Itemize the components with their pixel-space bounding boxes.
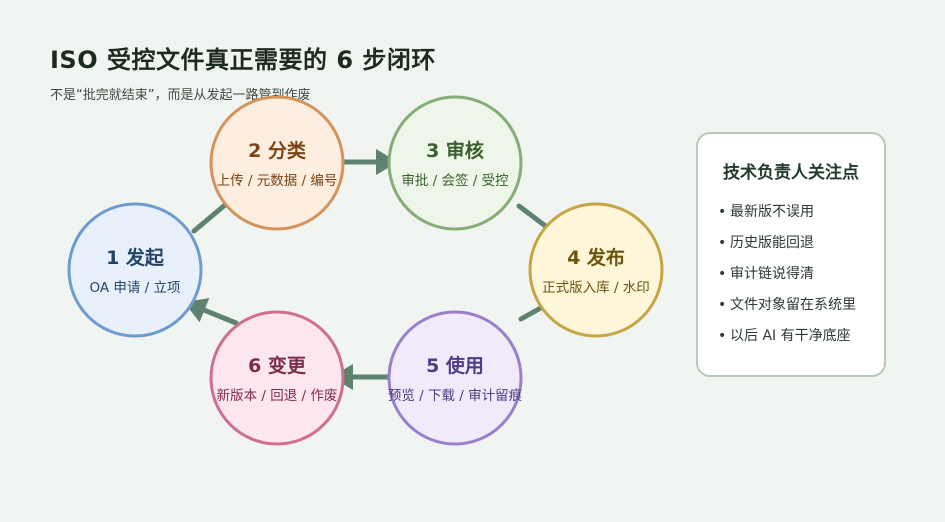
step-subtitle: 正式版入库 / 水印 bbox=[542, 280, 650, 296]
arrow-shaft bbox=[201, 307, 239, 326]
step-circle bbox=[387, 310, 523, 446]
focus-panel: 技术负责人关注点 •最新版不误用 •历史版能回退 •审计链说得清 •文件对象留在… bbox=[696, 132, 886, 377]
step-subtitle: 预览 / 下载 / 审计留痕 bbox=[388, 388, 523, 404]
panel-item: •以后 AI 有干净底座 bbox=[718, 326, 856, 357]
page-title: ISO 受控文件真正需要的 6 步闭环 bbox=[50, 46, 436, 74]
bullet-icon: • bbox=[718, 204, 727, 220]
step-subtitle: 审批 / 会签 / 受控 bbox=[401, 172, 509, 189]
panel-title: 技术负责人关注点 bbox=[723, 163, 859, 183]
panel-item: •审计链说得清 bbox=[718, 264, 856, 295]
panel-item: •历史版能回退 bbox=[718, 233, 856, 264]
step-circle bbox=[67, 202, 203, 338]
step-subtitle: 上传 / 元数据 / 编号 bbox=[217, 173, 338, 189]
panel-item-text: 最新版不误用 bbox=[730, 204, 814, 220]
step-circle bbox=[209, 95, 345, 231]
panel-item-text: 以后 AI 有干净底座 bbox=[730, 328, 851, 344]
step-title: 4 发布 bbox=[567, 246, 625, 269]
arrow-classify-to-review bbox=[340, 149, 398, 175]
step-title: 2 分类 bbox=[248, 139, 306, 162]
panel-list: •最新版不误用 •历史版能回退 •审计链说得清 •文件对象留在系统里 •以后 A… bbox=[718, 202, 856, 357]
bullet-icon: • bbox=[718, 266, 727, 282]
step-subtitle: OA 申请 / 立项 bbox=[89, 280, 180, 296]
step-circle bbox=[209, 310, 345, 446]
arrowhead-icon bbox=[376, 149, 398, 175]
page-subtitle: 不是“批完就结束”，而是从发起一路管到作废 bbox=[50, 88, 311, 103]
panel-item: •最新版不误用 bbox=[718, 202, 856, 233]
step-title: 3 审核 bbox=[426, 139, 484, 162]
step-circle bbox=[387, 95, 523, 231]
bullet-icon: • bbox=[718, 328, 727, 344]
step-subtitle: 新版本 / 回退 / 作废 bbox=[217, 388, 338, 404]
panel-item-text: 审计链说得清 bbox=[730, 266, 814, 282]
step-title: 5 使用 bbox=[426, 355, 484, 377]
panel-item: •文件对象留在系统里 bbox=[718, 295, 856, 326]
panel-item-text: 文件对象留在系统里 bbox=[730, 297, 856, 313]
arrow-shaft bbox=[191, 200, 230, 234]
bullet-icon: • bbox=[718, 235, 727, 251]
bullet-icon: • bbox=[718, 297, 727, 313]
panel-item-text: 历史版能回退 bbox=[730, 235, 814, 251]
step-node-initiate: 1 发起 OA 申请 / 立项 bbox=[67, 202, 203, 338]
step-title: 6 变更 bbox=[248, 354, 307, 377]
step-title: 1 发起 bbox=[106, 246, 165, 269]
step-circle bbox=[528, 202, 664, 338]
